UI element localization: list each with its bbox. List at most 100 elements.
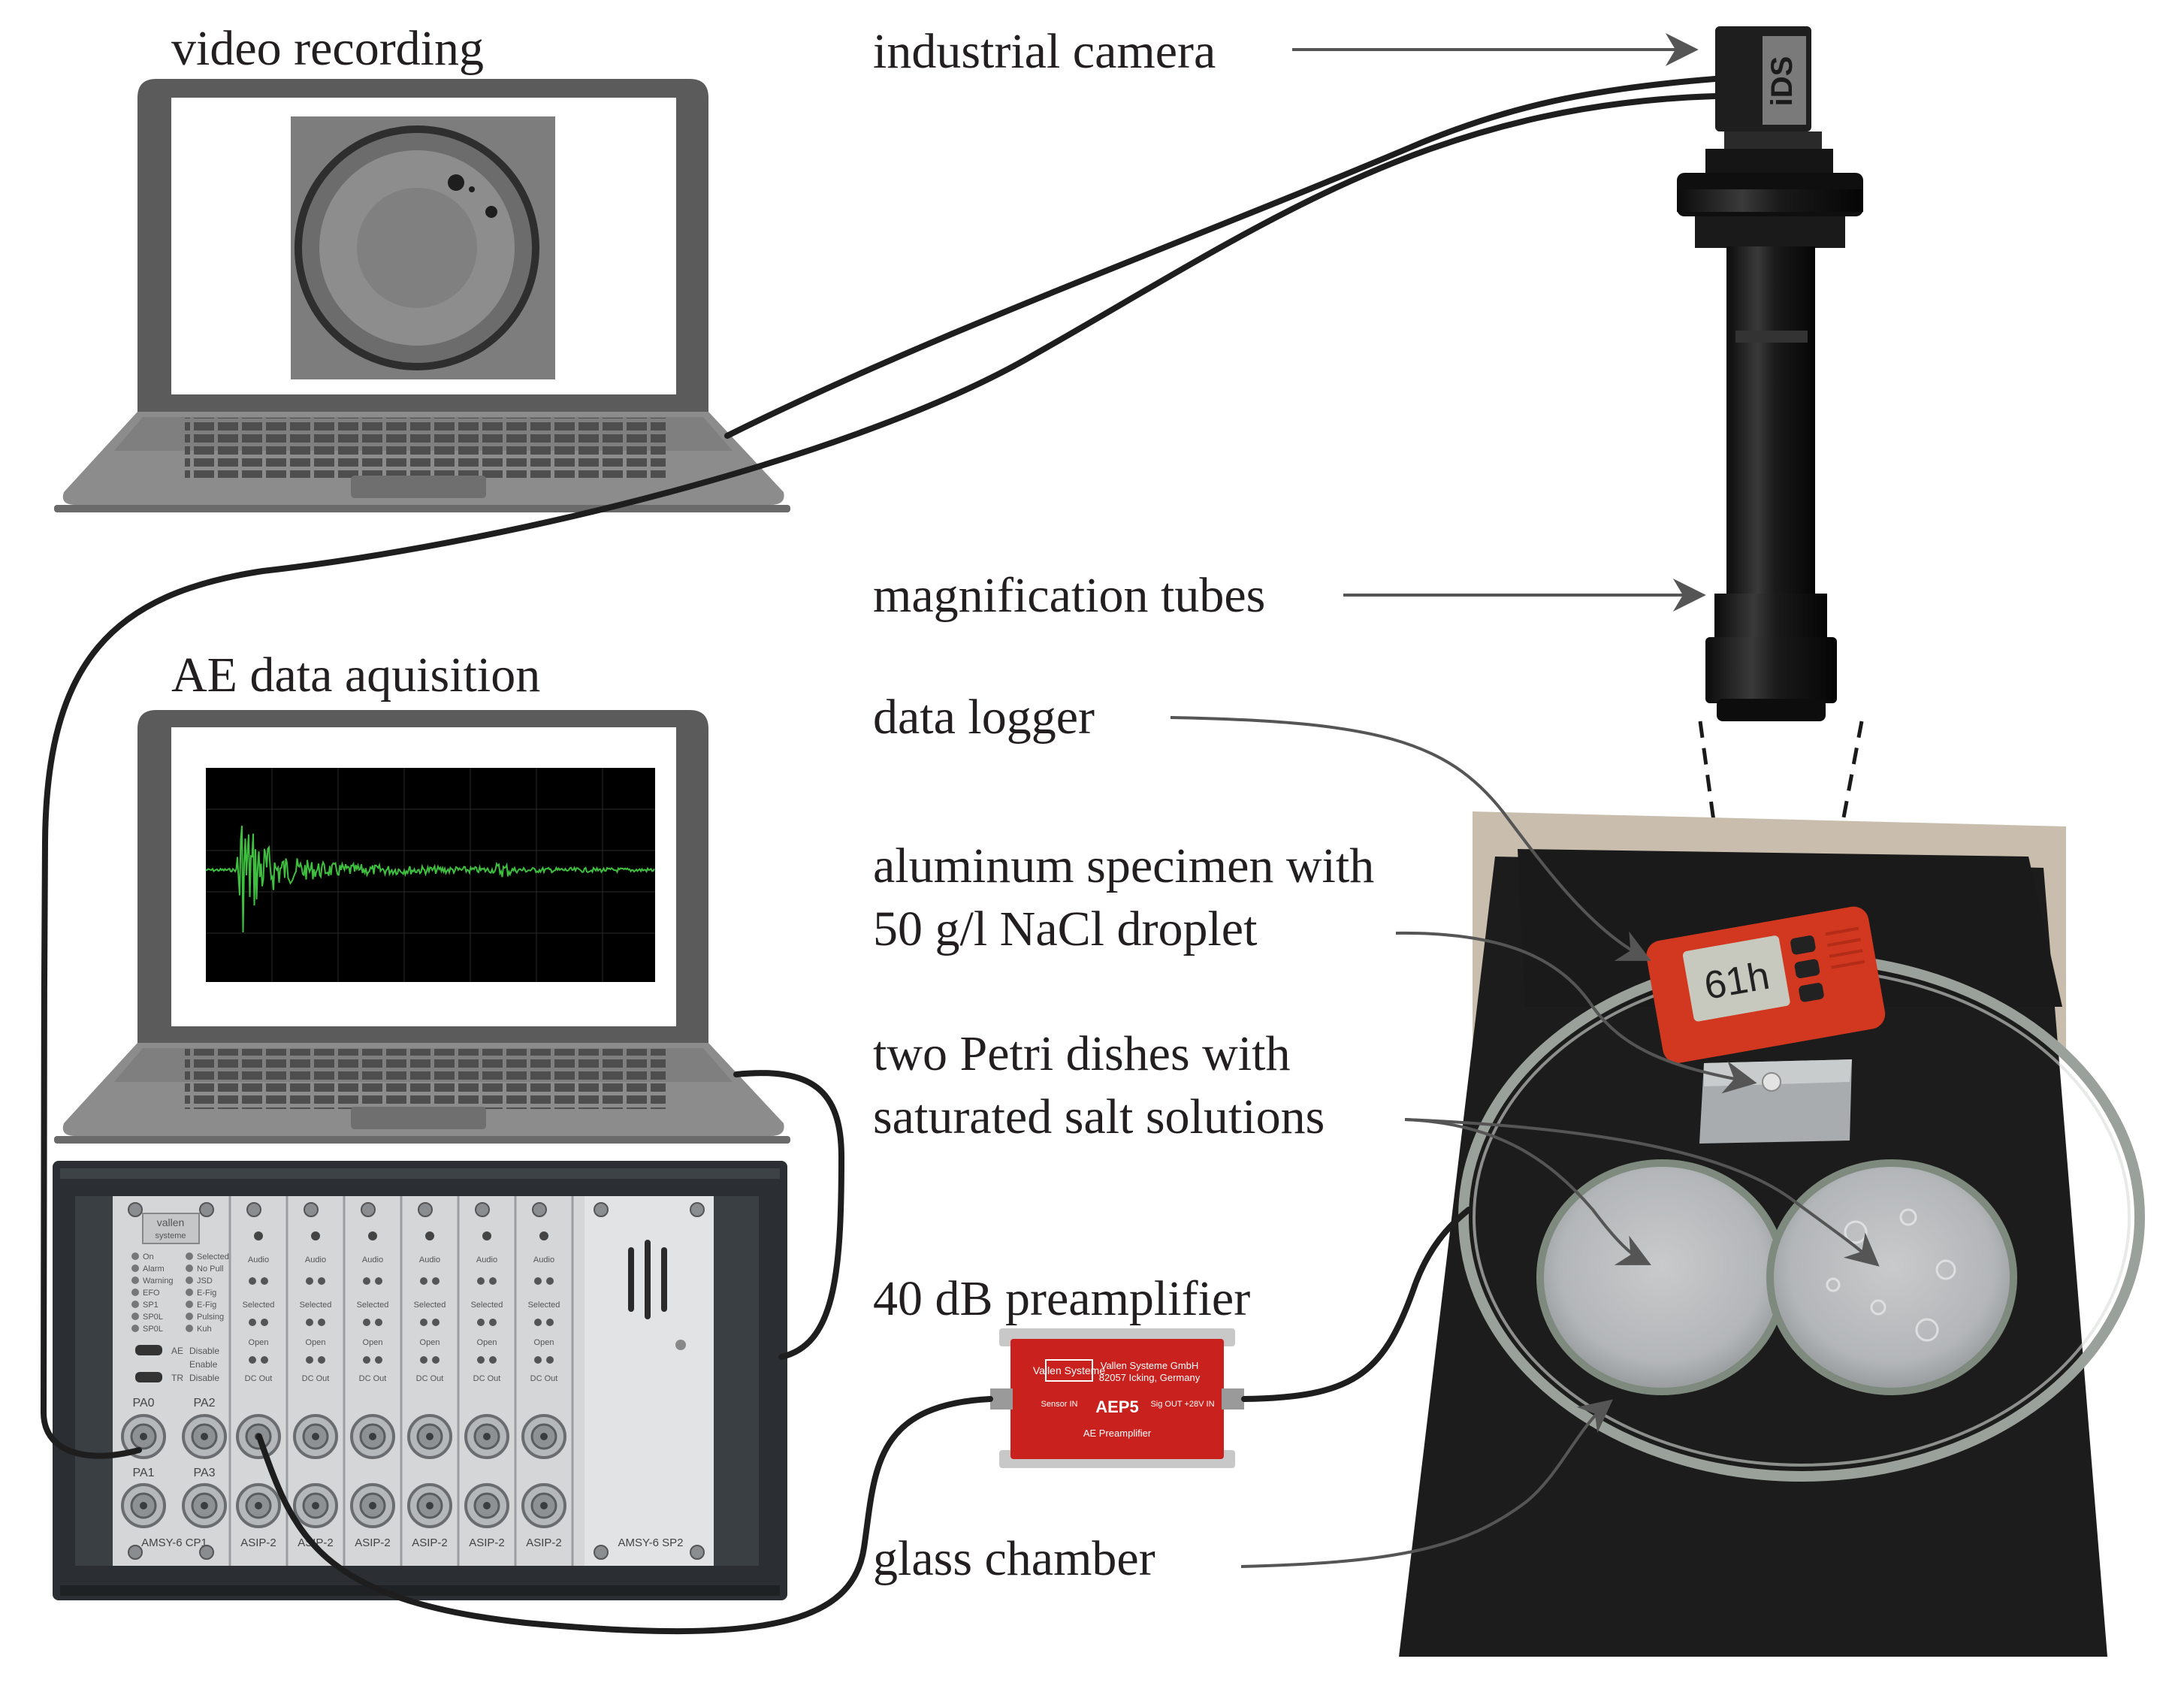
- status-led: [131, 1252, 139, 1260]
- keyboard: [185, 1049, 666, 1109]
- led-label: Selected: [197, 1252, 229, 1261]
- label-magnification-tubes: magnification tubes: [873, 568, 1266, 623]
- status-led: [131, 1313, 139, 1320]
- camera-brand-logo: iDS: [1766, 56, 1799, 107]
- channel-led: [482, 1231, 491, 1240]
- objective-lens: [1705, 637, 1837, 703]
- preamp-brand: Vallen Systeme: [1033, 1364, 1105, 1376]
- preamplifier: Vallen Systeme Vallen Systeme GmbH 82057…: [990, 1328, 1244, 1468]
- status-led: [131, 1264, 139, 1272]
- channel-control-label: Selected: [300, 1301, 332, 1310]
- cable-preamp-sensor: [1241, 1207, 1472, 1402]
- petri-dish-left: [1536, 1159, 1787, 1395]
- asip-module-label: ASIP-2: [412, 1536, 448, 1549]
- led-label: EFO: [143, 1289, 160, 1298]
- rack-screws: [128, 1202, 705, 1560]
- status-led: [186, 1252, 193, 1260]
- sp2-label: AMSY-6 SP2: [618, 1536, 684, 1549]
- led-label: On: [143, 1252, 154, 1261]
- label-petri-line1: two Petri dishes with: [873, 1026, 1291, 1081]
- cable-camera-rack: [40, 93, 1718, 1459]
- led-label: SP0L: [143, 1313, 163, 1322]
- arrow-petri-right: [1404, 1118, 1880, 1267]
- callout-arrows: [1170, 33, 1880, 1568]
- channel-control-label: Audio: [476, 1255, 497, 1264]
- tr-switch[interactable]: [135, 1372, 162, 1382]
- svg-text:systeme: systeme: [156, 1231, 186, 1240]
- channel-control-label: Selected: [357, 1301, 389, 1310]
- logger-button[interactable]: [1798, 982, 1824, 1002]
- led-label: Pulsing: [197, 1313, 224, 1322]
- speaker-grille-icon: [628, 1240, 667, 1319]
- switch-label: Enable: [189, 1359, 218, 1370]
- channel-control-label: DC Out: [530, 1374, 558, 1383]
- status-led: [186, 1301, 193, 1308]
- channel-control-label: DC Out: [245, 1374, 273, 1383]
- channel-control-label: Audio: [419, 1255, 440, 1264]
- port-label-pa0: PA0: [132, 1397, 154, 1410]
- channel-control-label: Open: [477, 1338, 497, 1347]
- label-preamplifier: 40 dB preamplifier: [873, 1271, 1251, 1326]
- channel-control-label: DC Out: [473, 1374, 501, 1383]
- status-led: [131, 1301, 139, 1308]
- preamp-model: AEP5: [1095, 1397, 1138, 1416]
- channel-led: [254, 1231, 263, 1240]
- channel-led: [311, 1231, 320, 1240]
- bnc-connectors: [121, 1414, 566, 1528]
- channel-control-label: Audio: [533, 1255, 554, 1264]
- channel-control-label: Audio: [248, 1255, 269, 1264]
- channel-control-label: Audio: [305, 1255, 326, 1264]
- label-data-logger: data logger: [873, 690, 1095, 745]
- port-label-pa3: PA3: [193, 1467, 215, 1479]
- channel-led: [425, 1231, 434, 1240]
- logger-button[interactable]: [1790, 935, 1816, 955]
- arrow-glass-chamber: [1240, 1399, 1613, 1568]
- preamp-sig-out: Sig OUT +28V IN: [1150, 1400, 1214, 1409]
- waveform-plot: [206, 768, 655, 982]
- status-led: [186, 1277, 193, 1284]
- label-industrial-camera: industrial camera: [873, 24, 1216, 79]
- led-label: Alarm: [143, 1264, 165, 1274]
- channel-control-label: Selected: [528, 1301, 560, 1310]
- channel-control-label: Open: [363, 1338, 383, 1347]
- laptop-ae: [54, 710, 790, 1144]
- label-video-recording: video recording: [171, 21, 485, 76]
- preamp-subtitle: AE Preamplifier: [1083, 1428, 1152, 1439]
- sig-out-connector: [1222, 1388, 1244, 1410]
- cp1-label: AMSY-6 CP1: [141, 1536, 207, 1549]
- channel-control-label: Selected: [414, 1301, 446, 1310]
- led-label: Kuh: [197, 1325, 212, 1334]
- led-label: Warning: [143, 1277, 174, 1286]
- led-label: SP0L: [143, 1325, 163, 1334]
- port-label-pa1: PA1: [132, 1467, 154, 1479]
- preamp-address: 82057 Icking, Germany: [1099, 1372, 1201, 1383]
- status-led: [186, 1264, 193, 1272]
- preamp-body: [1010, 1339, 1224, 1459]
- channel-control-label: Selected: [471, 1301, 503, 1310]
- channel-control-label: Open: [534, 1338, 554, 1347]
- svg-text:vallen: vallen: [157, 1216, 185, 1228]
- status-led: [186, 1289, 193, 1296]
- led-label: No Pull: [197, 1264, 223, 1274]
- label-petri-line2: saturated salt solutions: [873, 1089, 1325, 1144]
- logger-display: [1682, 935, 1790, 1022]
- channel-control-label: Audio: [362, 1255, 383, 1264]
- ae-switch[interactable]: [135, 1345, 162, 1355]
- laptop-video: [54, 79, 790, 512]
- camera-assembly: iDS: [1677, 26, 1863, 721]
- led-label: JSD: [197, 1277, 213, 1286]
- label-specimen-line2: 50 g/l NaCl droplet: [873, 902, 1258, 956]
- logger-button[interactable]: [1794, 959, 1820, 979]
- channel-led: [539, 1231, 548, 1240]
- channel-control-label: DC Out: [416, 1374, 444, 1383]
- arrow-specimen: [1395, 931, 1757, 1094]
- label-specimen-line1: aluminum specimen with: [873, 838, 1375, 893]
- label-glass-chamber: glass chamber: [873, 1531, 1155, 1586]
- switch-label: Disable: [189, 1346, 219, 1356]
- data-logger: 61h: [1646, 906, 1886, 1063]
- switch-label: TR: [171, 1373, 183, 1383]
